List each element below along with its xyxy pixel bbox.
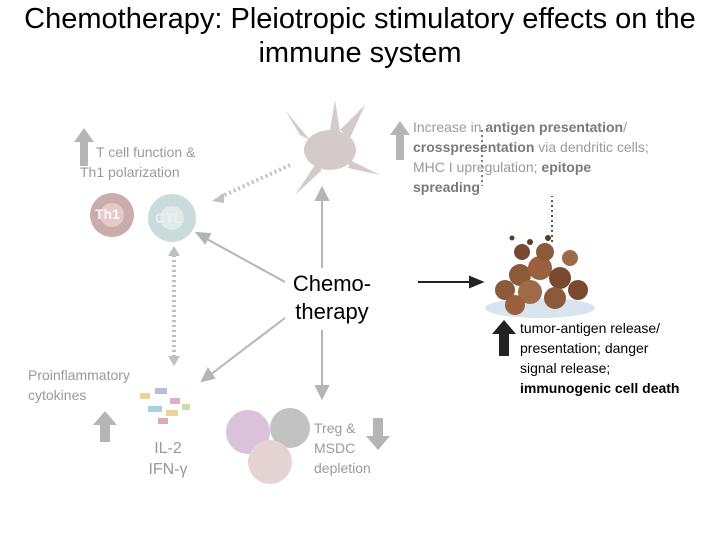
- arrow-to-treg: [314, 330, 330, 401]
- th1-label: Th1: [95, 206, 120, 222]
- arrow-to-dc: [314, 185, 330, 268]
- ctl-label: CTL: [155, 210, 183, 226]
- slide-title: Chemotherapy: Pleiotropic stimulatory ef…: [24, 3, 696, 69]
- chemotherapy-label: Chemo- therapy: [292, 271, 372, 324]
- up-arrow-tumor-icon: [492, 320, 516, 356]
- cytokine-molecules: [140, 388, 190, 424]
- dendritic-cell: [285, 100, 380, 195]
- th1-cell: [90, 193, 134, 237]
- dc-effects-text: Increase in antigen presentation/ crossp…: [413, 119, 649, 195]
- dotted-dc-tcell: [217, 163, 291, 200]
- tumor-effects-text: tumor-antigen release/ presentation; dan…: [520, 320, 680, 396]
- ctl-cell: [148, 194, 196, 242]
- cytokines-text: Proinflammatory cytokines: [28, 367, 130, 403]
- up-arrow-dc-icon: [390, 121, 410, 160]
- treg-depletion-text: Treg & MSDC depletion: [314, 420, 371, 476]
- up-arrow-tcell-icon: [74, 128, 94, 166]
- treg-msdc-cells: [226, 408, 310, 484]
- arrow-to-tumor: [418, 275, 485, 289]
- down-arrow-treg-icon: [366, 418, 390, 450]
- tcell-function-text: T cell function & Th1 polarization: [80, 144, 196, 180]
- arrow-to-tcell: [194, 231, 286, 283]
- up-arrow-cytokines-icon: [93, 411, 117, 442]
- cytokine-names: IL-2 IFN-γ: [148, 440, 188, 478]
- arrow-to-cytokines: [200, 317, 286, 383]
- tumor-cells: [485, 235, 595, 318]
